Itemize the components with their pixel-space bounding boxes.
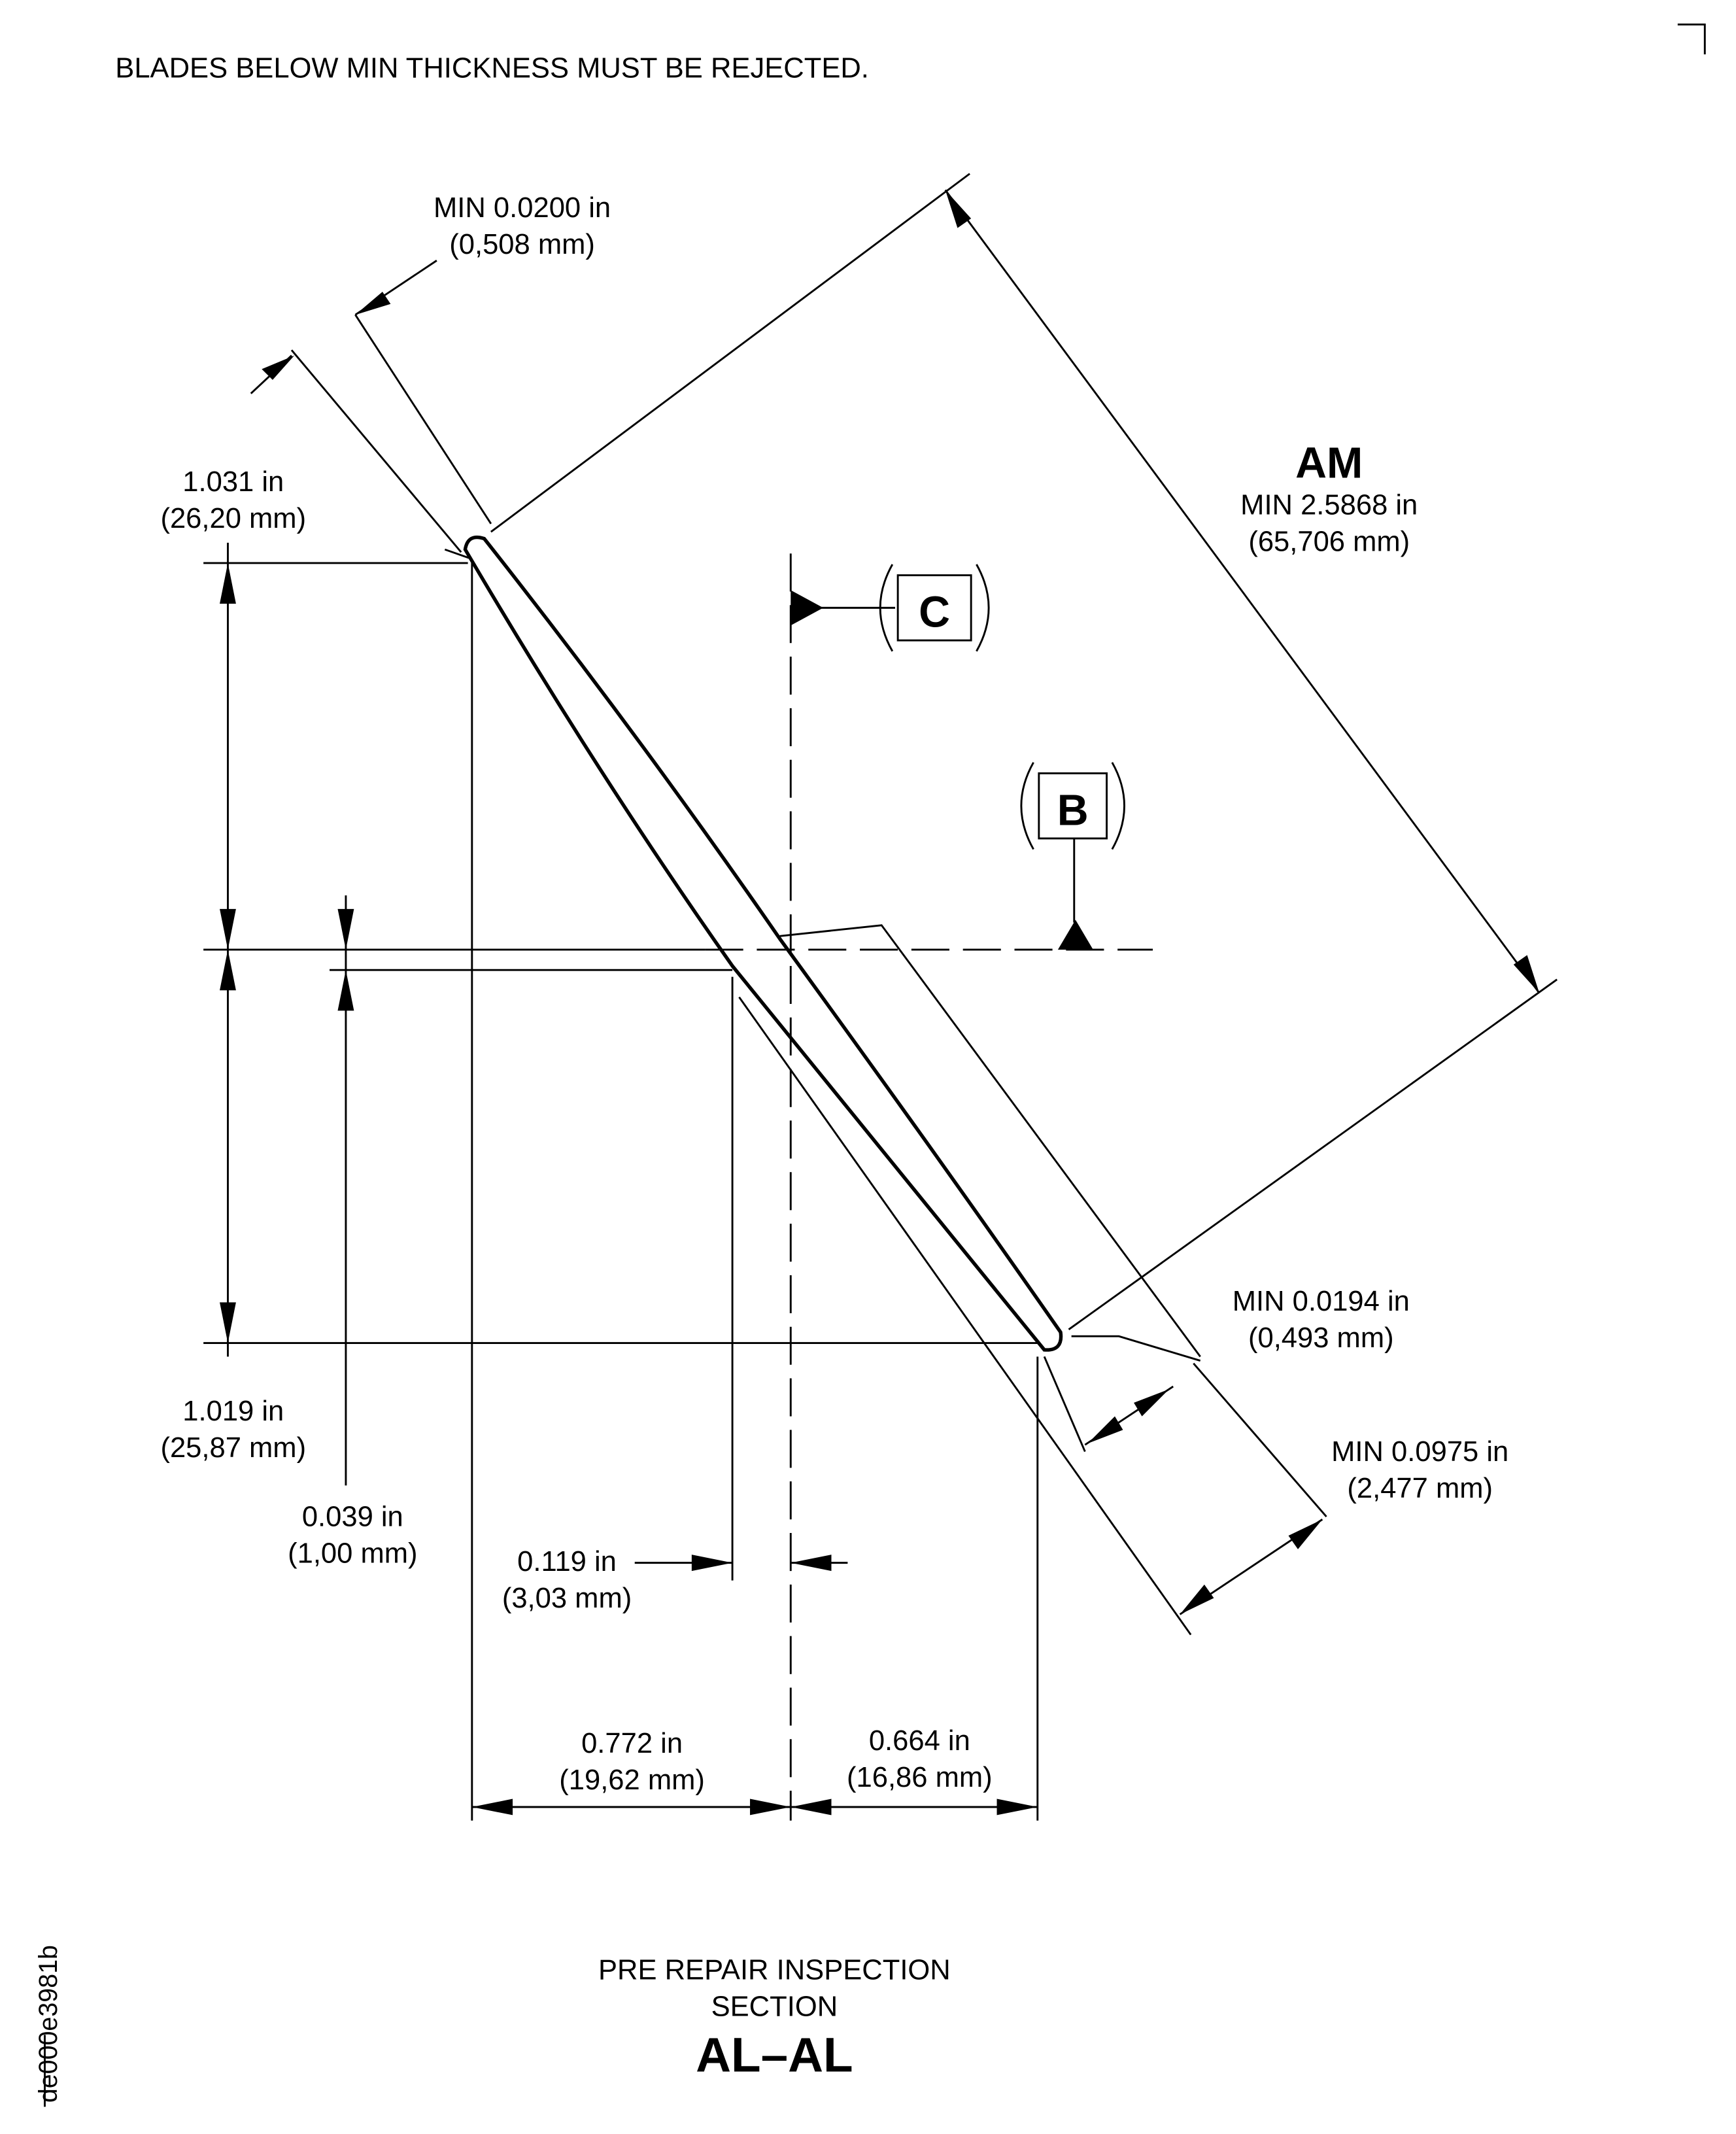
datum-b-label: B bbox=[1057, 786, 1089, 835]
top-in: 1.031 in bbox=[182, 466, 284, 498]
arrow bbox=[220, 562, 236, 1343]
arrow bbox=[337, 908, 354, 1011]
right-in: 0.664 in bbox=[869, 1725, 970, 1757]
dimension-labels: MIN 0.0200 in (0,508 mm) 1.031 in (26,20… bbox=[160, 192, 1508, 1796]
arrow bbox=[471, 1798, 1038, 1816]
datum-c-triangle bbox=[791, 590, 824, 626]
shift-in: 0.119 in bbox=[517, 1546, 617, 1577]
bottom-in: 1.019 in bbox=[182, 1396, 284, 1427]
leader bbox=[1071, 1335, 1201, 1362]
lead-min-in: MIN 0.0200 in bbox=[434, 192, 611, 224]
drawing-id: de000e3981b bbox=[34, 1945, 63, 2103]
trail-min-in: MIN 0.0194 in bbox=[1233, 1286, 1410, 1317]
blade-airfoil bbox=[463, 535, 1063, 1352]
extension-line bbox=[490, 173, 970, 533]
extension-line bbox=[354, 314, 492, 525]
thick-min-in: MIN 0.0975 in bbox=[1331, 1436, 1508, 1468]
datum-b-box bbox=[1038, 772, 1108, 840]
extension-line bbox=[738, 996, 1192, 1636]
bottom-mm: (25,87 mm) bbox=[160, 1432, 306, 1464]
extension-line bbox=[1068, 978, 1558, 1331]
trail-min-mm: (0,493 mm) bbox=[1248, 1322, 1394, 1354]
datum-b-parens bbox=[1020, 762, 1125, 850]
left-mm: (19,62 mm) bbox=[559, 1764, 705, 1796]
extension-line bbox=[1193, 1362, 1327, 1518]
arrow bbox=[1087, 1389, 1169, 1444]
extension-line bbox=[779, 924, 1201, 1358]
arrow bbox=[691, 1555, 832, 1572]
leader bbox=[444, 548, 473, 560]
right-mm: (16,86 mm) bbox=[847, 1762, 993, 1793]
datum-c-parens bbox=[879, 564, 990, 652]
top-mm: (26,20 mm) bbox=[160, 503, 306, 534]
am-mm: (65,706 mm) bbox=[1248, 526, 1410, 557]
offset-in: 0.039 in bbox=[302, 1502, 403, 1533]
am-in: MIN 2.5868 in bbox=[1240, 489, 1418, 521]
offset-mm: (1,00 mm) bbox=[288, 1538, 417, 1570]
left-in: 0.772 in bbox=[581, 1728, 683, 1759]
thick-min-mm: (2,477 mm) bbox=[1347, 1473, 1493, 1504]
lead-min-mm: (0,508 mm) bbox=[449, 229, 595, 260]
shift-mm: (3,03 mm) bbox=[502, 1583, 632, 1614]
rejection-note: BLADES BELOW MIN THICKNESS MUST BE REJEC… bbox=[115, 52, 869, 84]
am-label: AM bbox=[1295, 439, 1363, 487]
extension-line bbox=[1043, 1356, 1086, 1453]
corner-mark bbox=[1677, 24, 1706, 55]
am-dim-line bbox=[944, 189, 1540, 994]
arrow bbox=[1180, 1519, 1323, 1615]
datum-c-box bbox=[896, 574, 972, 642]
datum-b-triangle bbox=[1057, 920, 1093, 950]
datum-c-label: C bbox=[919, 588, 950, 636]
extension-line bbox=[290, 349, 462, 553]
title-line-2: SECTION bbox=[711, 1991, 838, 2022]
arrow bbox=[262, 292, 391, 380]
title-line-1: PRE REPAIR INSPECTION bbox=[598, 1954, 951, 1986]
section-title: AL–AL bbox=[696, 2027, 853, 2082]
